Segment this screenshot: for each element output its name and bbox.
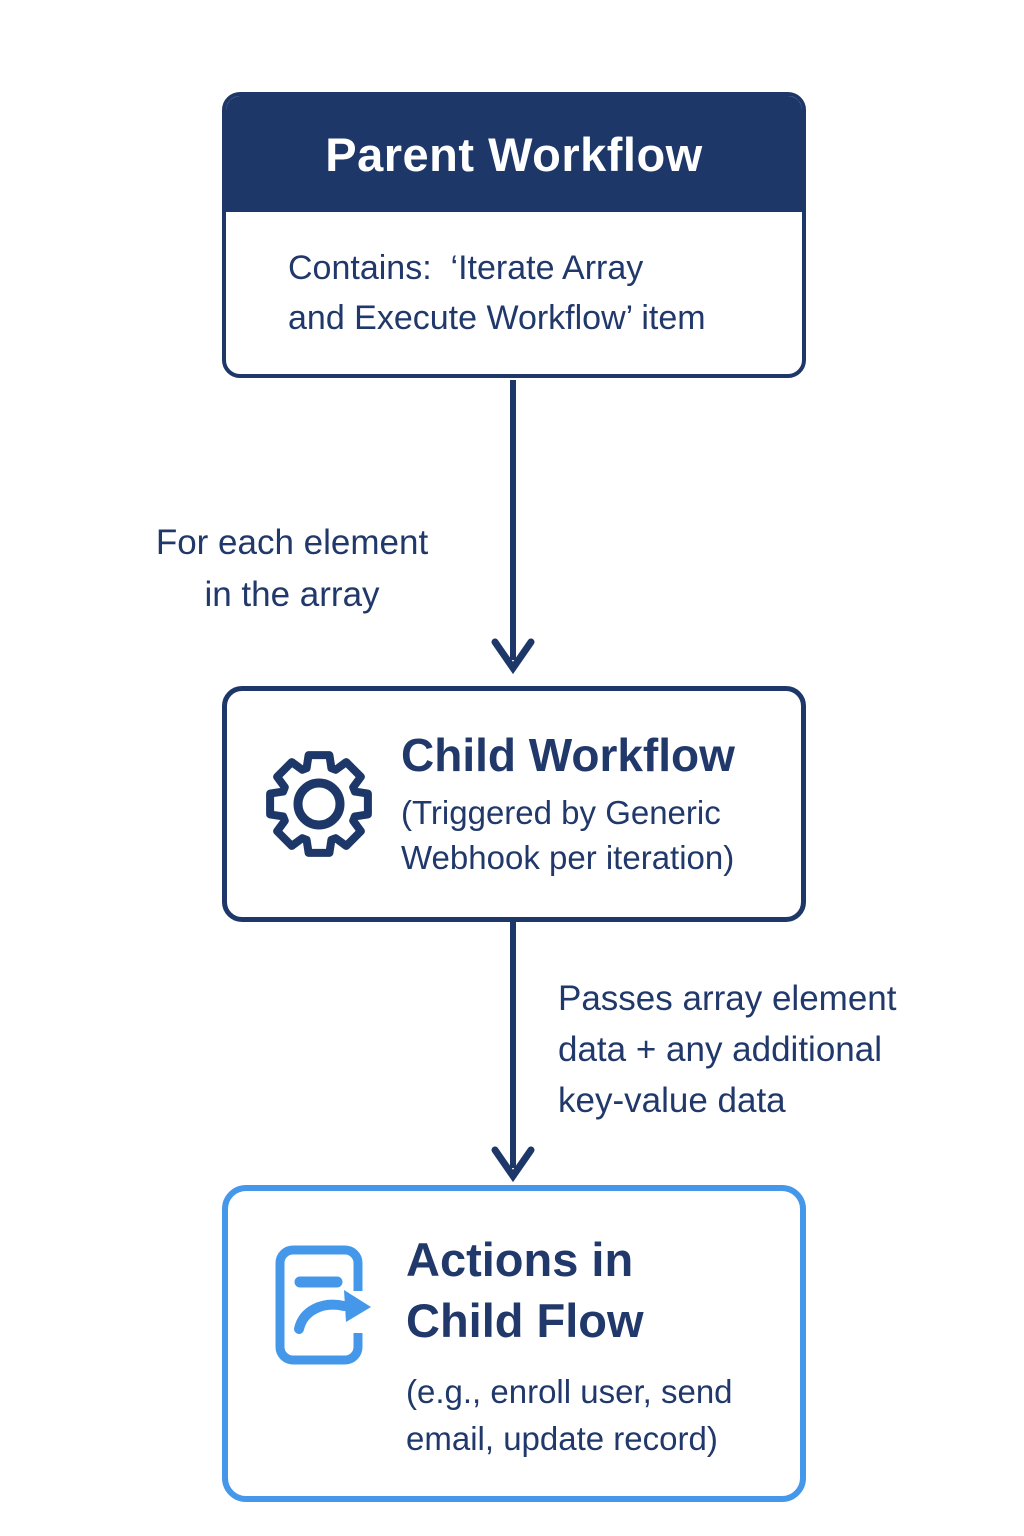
document-forward-icon [275,1245,371,1365]
parent-workflow-header: Parent Workflow [226,96,802,212]
actions-child-flow-text: Actions in Child Flow (e.g., enroll user… [406,1229,733,1462]
actions-child-flow-title: Actions in Child Flow [406,1233,644,1347]
arrow2-label: Passes array element data + any addition… [558,979,897,1120]
gear-icon [266,751,372,857]
child-workflow-title: Child Workflow [401,729,735,781]
child-workflow-box: Child Workflow (Triggered by Generic Web… [222,686,806,922]
actions-child-flow-subtitle: (e.g., enroll user, send email, update r… [406,1373,733,1457]
parent-workflow-title: Parent Workflow [325,127,703,181]
arrow1-label: For each element in the array [155,523,429,614]
parent-workflow-body-text: Contains: ‘Iterate Array and Execute Wor… [288,249,706,337]
child-workflow-text: Child Workflow (Triggered by Generic Web… [401,728,735,880]
arrow-parent-to-child-icon [491,380,535,675]
parent-workflow-body: Contains: ‘Iterate Array and Execute Wor… [226,212,802,374]
gear-icon-path [266,751,372,857]
arrow-child-to-actions-icon [491,922,535,1183]
actions-child-flow-box: Actions in Child Flow (e.g., enroll user… [222,1185,806,1502]
parent-workflow-box: Parent Workflow Contains: ‘Iterate Array… [222,92,806,378]
child-workflow-subtitle: (Triggered by Generic Webhook per iterat… [401,794,735,876]
